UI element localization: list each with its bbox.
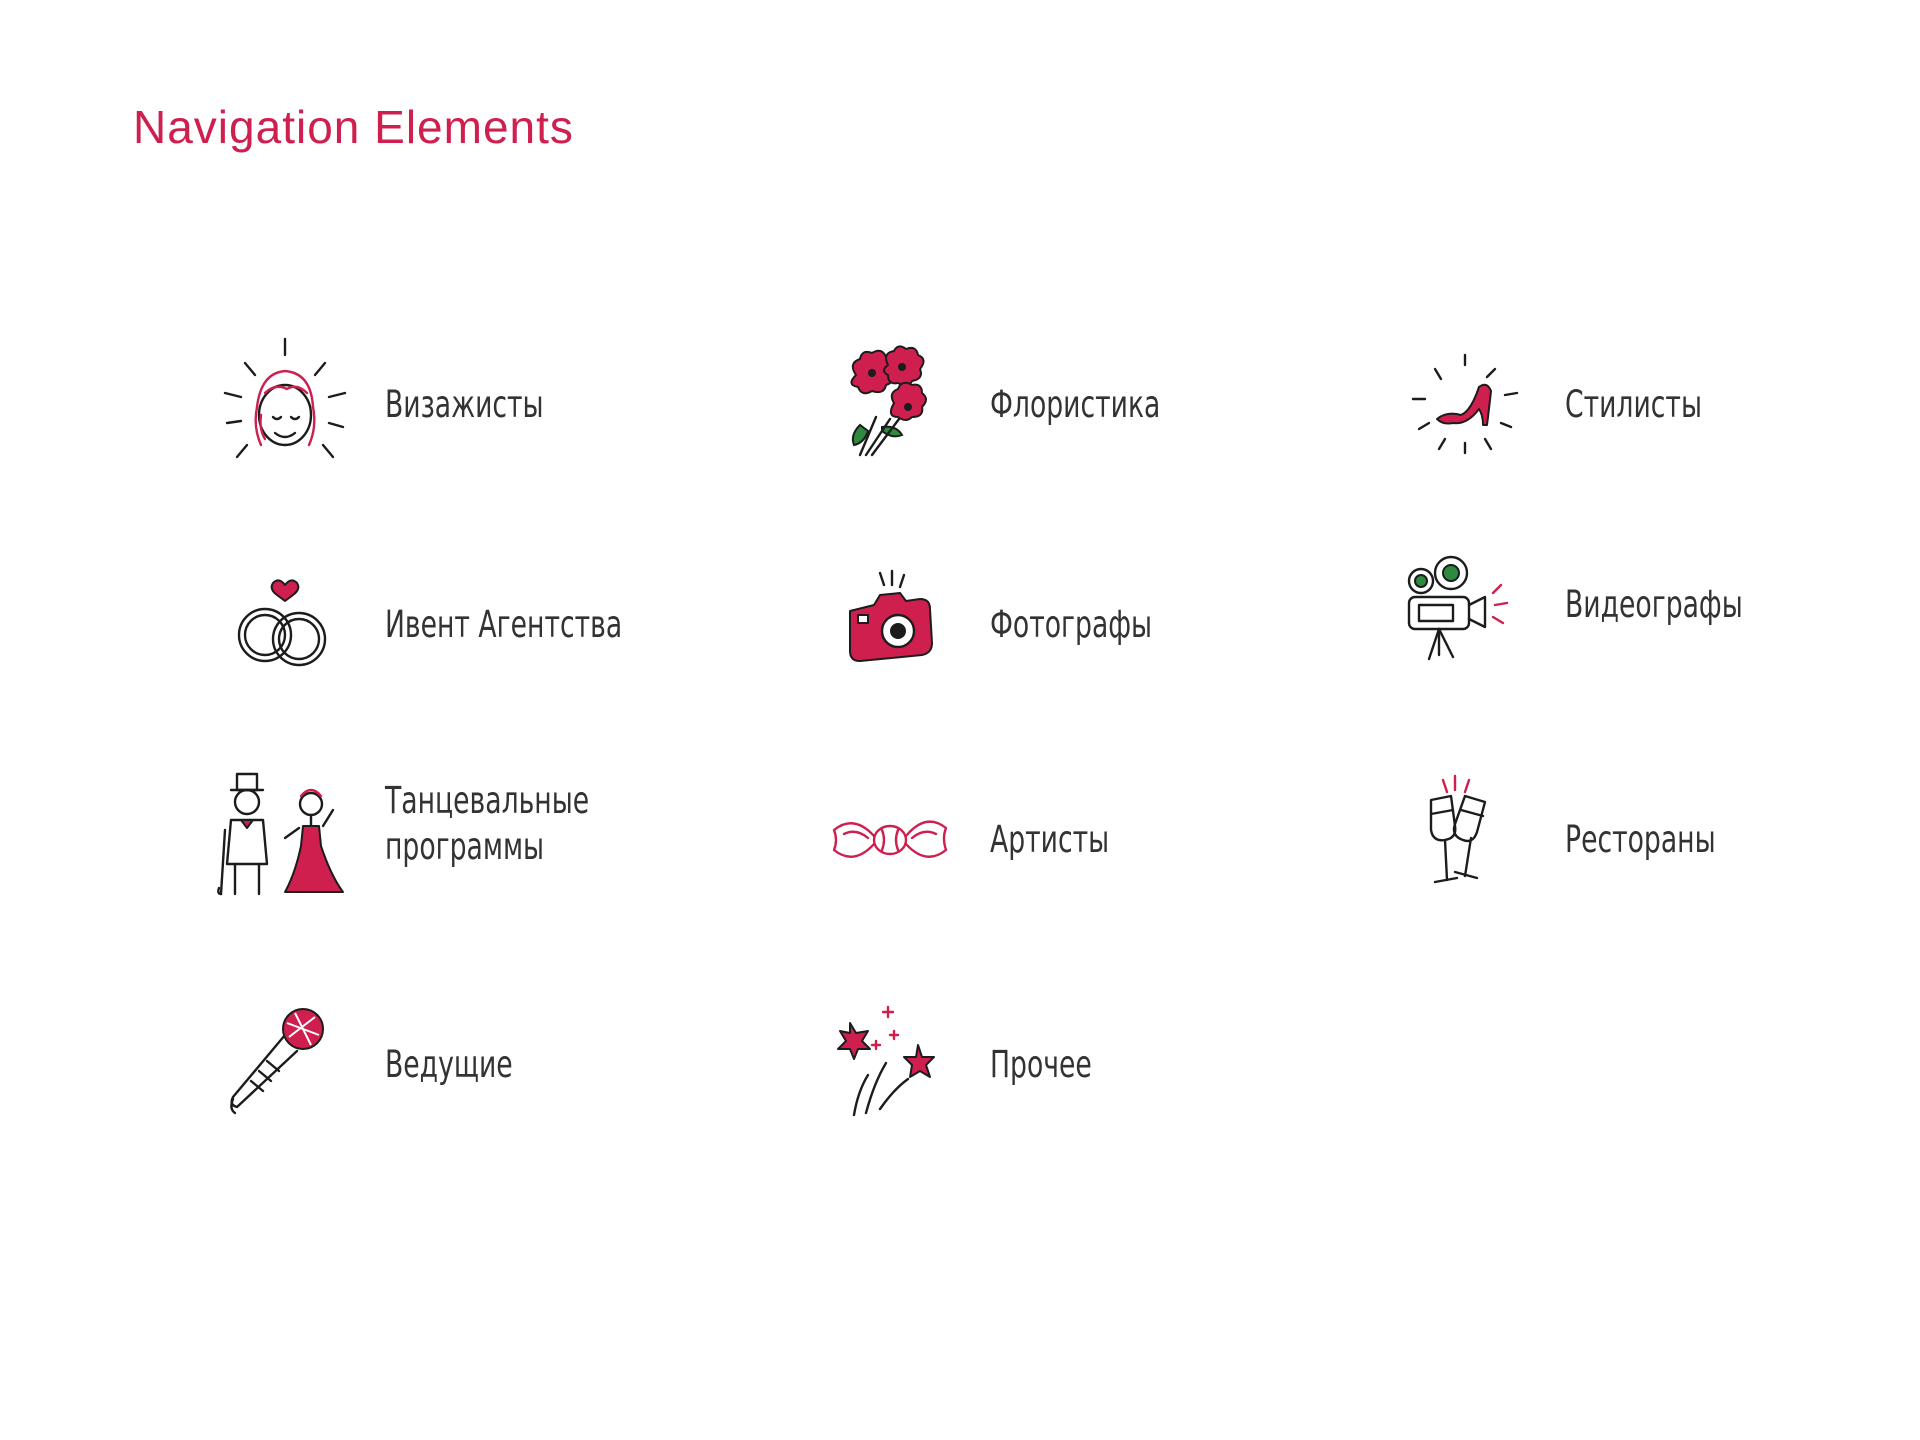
nav-label: Флористика [990,383,1161,426]
nav-label: Рестораны [1565,818,1716,861]
nav-label: Стилисты [1565,383,1702,426]
dancing-couple-icon [215,770,355,910]
video-camera-icon [1395,535,1535,675]
nav-label: Ведущие [385,1043,513,1086]
high-heel-shoe-icon [1395,335,1535,475]
page-title: Navigation Elements [133,101,574,153]
nav-label: Видеографы [1565,583,1743,626]
nav-label: Визажисты [385,383,544,426]
bow-tie-icon [820,770,960,910]
bouquet-icon [820,335,960,475]
nav-label: Ивент Агентства [385,603,623,646]
nav-label: Фотографы [990,603,1153,646]
fireworks-icon [820,995,960,1135]
nav-label: Прочее [990,1043,1092,1086]
makeup-girl-icon [215,335,355,475]
wedding-rings-icon [215,555,355,695]
champagne-glasses-icon [1395,770,1535,910]
camera-icon [820,555,960,695]
nav-label: Артисты [990,818,1110,861]
nav-label: Танцевальные программы [385,779,590,868]
microphone-icon [215,995,355,1135]
